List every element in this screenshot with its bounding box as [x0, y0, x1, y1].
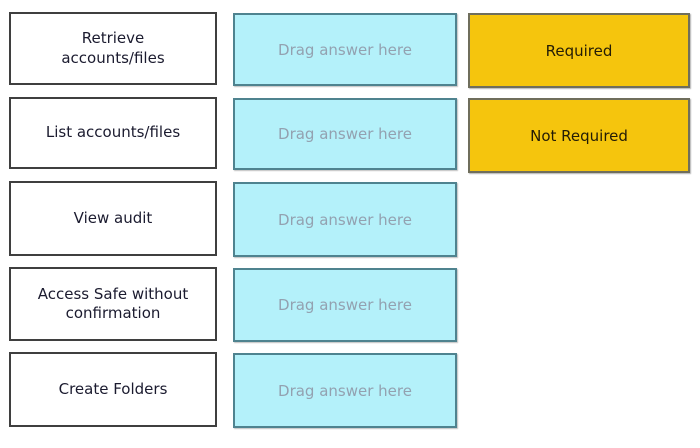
permission-label-text: Retrieve accounts/files — [61, 29, 165, 67]
drop-zone-view-audit[interactable]: Drag answer here — [233, 182, 457, 257]
answer-option-label: Not Required — [530, 126, 628, 145]
permission-label-access-safe: Access Safe without confirmation — [9, 267, 217, 341]
drop-zone-list[interactable]: Drag answer here — [233, 98, 457, 170]
answer-option-not-required[interactable]: Not Required — [468, 98, 690, 173]
answer-option-label: Required — [545, 41, 613, 60]
permission-label-text: Create Folders — [58, 379, 168, 398]
permission-label-list: List accounts/files — [9, 97, 217, 169]
drop-zone-create-folders[interactable]: Drag answer here — [233, 353, 457, 428]
permission-label-view-audit: View audit — [9, 181, 217, 256]
answer-option-required[interactable]: Required — [468, 13, 690, 88]
drop-zone-retrieve[interactable]: Drag answer here — [233, 13, 457, 86]
drop-zone-access-safe[interactable]: Drag answer here — [233, 268, 457, 342]
drop-zone-placeholder: Drag answer here — [278, 296, 412, 314]
permission-label-text: Access Safe without confirmation — [37, 284, 189, 323]
permission-label-text: List accounts/files — [45, 123, 181, 142]
drop-zone-placeholder: Drag answer here — [278, 40, 412, 59]
permission-label-text: View audit — [73, 208, 153, 227]
permission-label-retrieve: Retrieve accounts/files — [9, 12, 217, 85]
drop-zone-placeholder: Drag answer here — [278, 210, 412, 229]
drop-zone-placeholder: Drag answer here — [278, 125, 412, 143]
permission-label-create-folders: Create Folders — [9, 352, 217, 427]
drop-zone-placeholder: Drag answer here — [278, 381, 412, 400]
